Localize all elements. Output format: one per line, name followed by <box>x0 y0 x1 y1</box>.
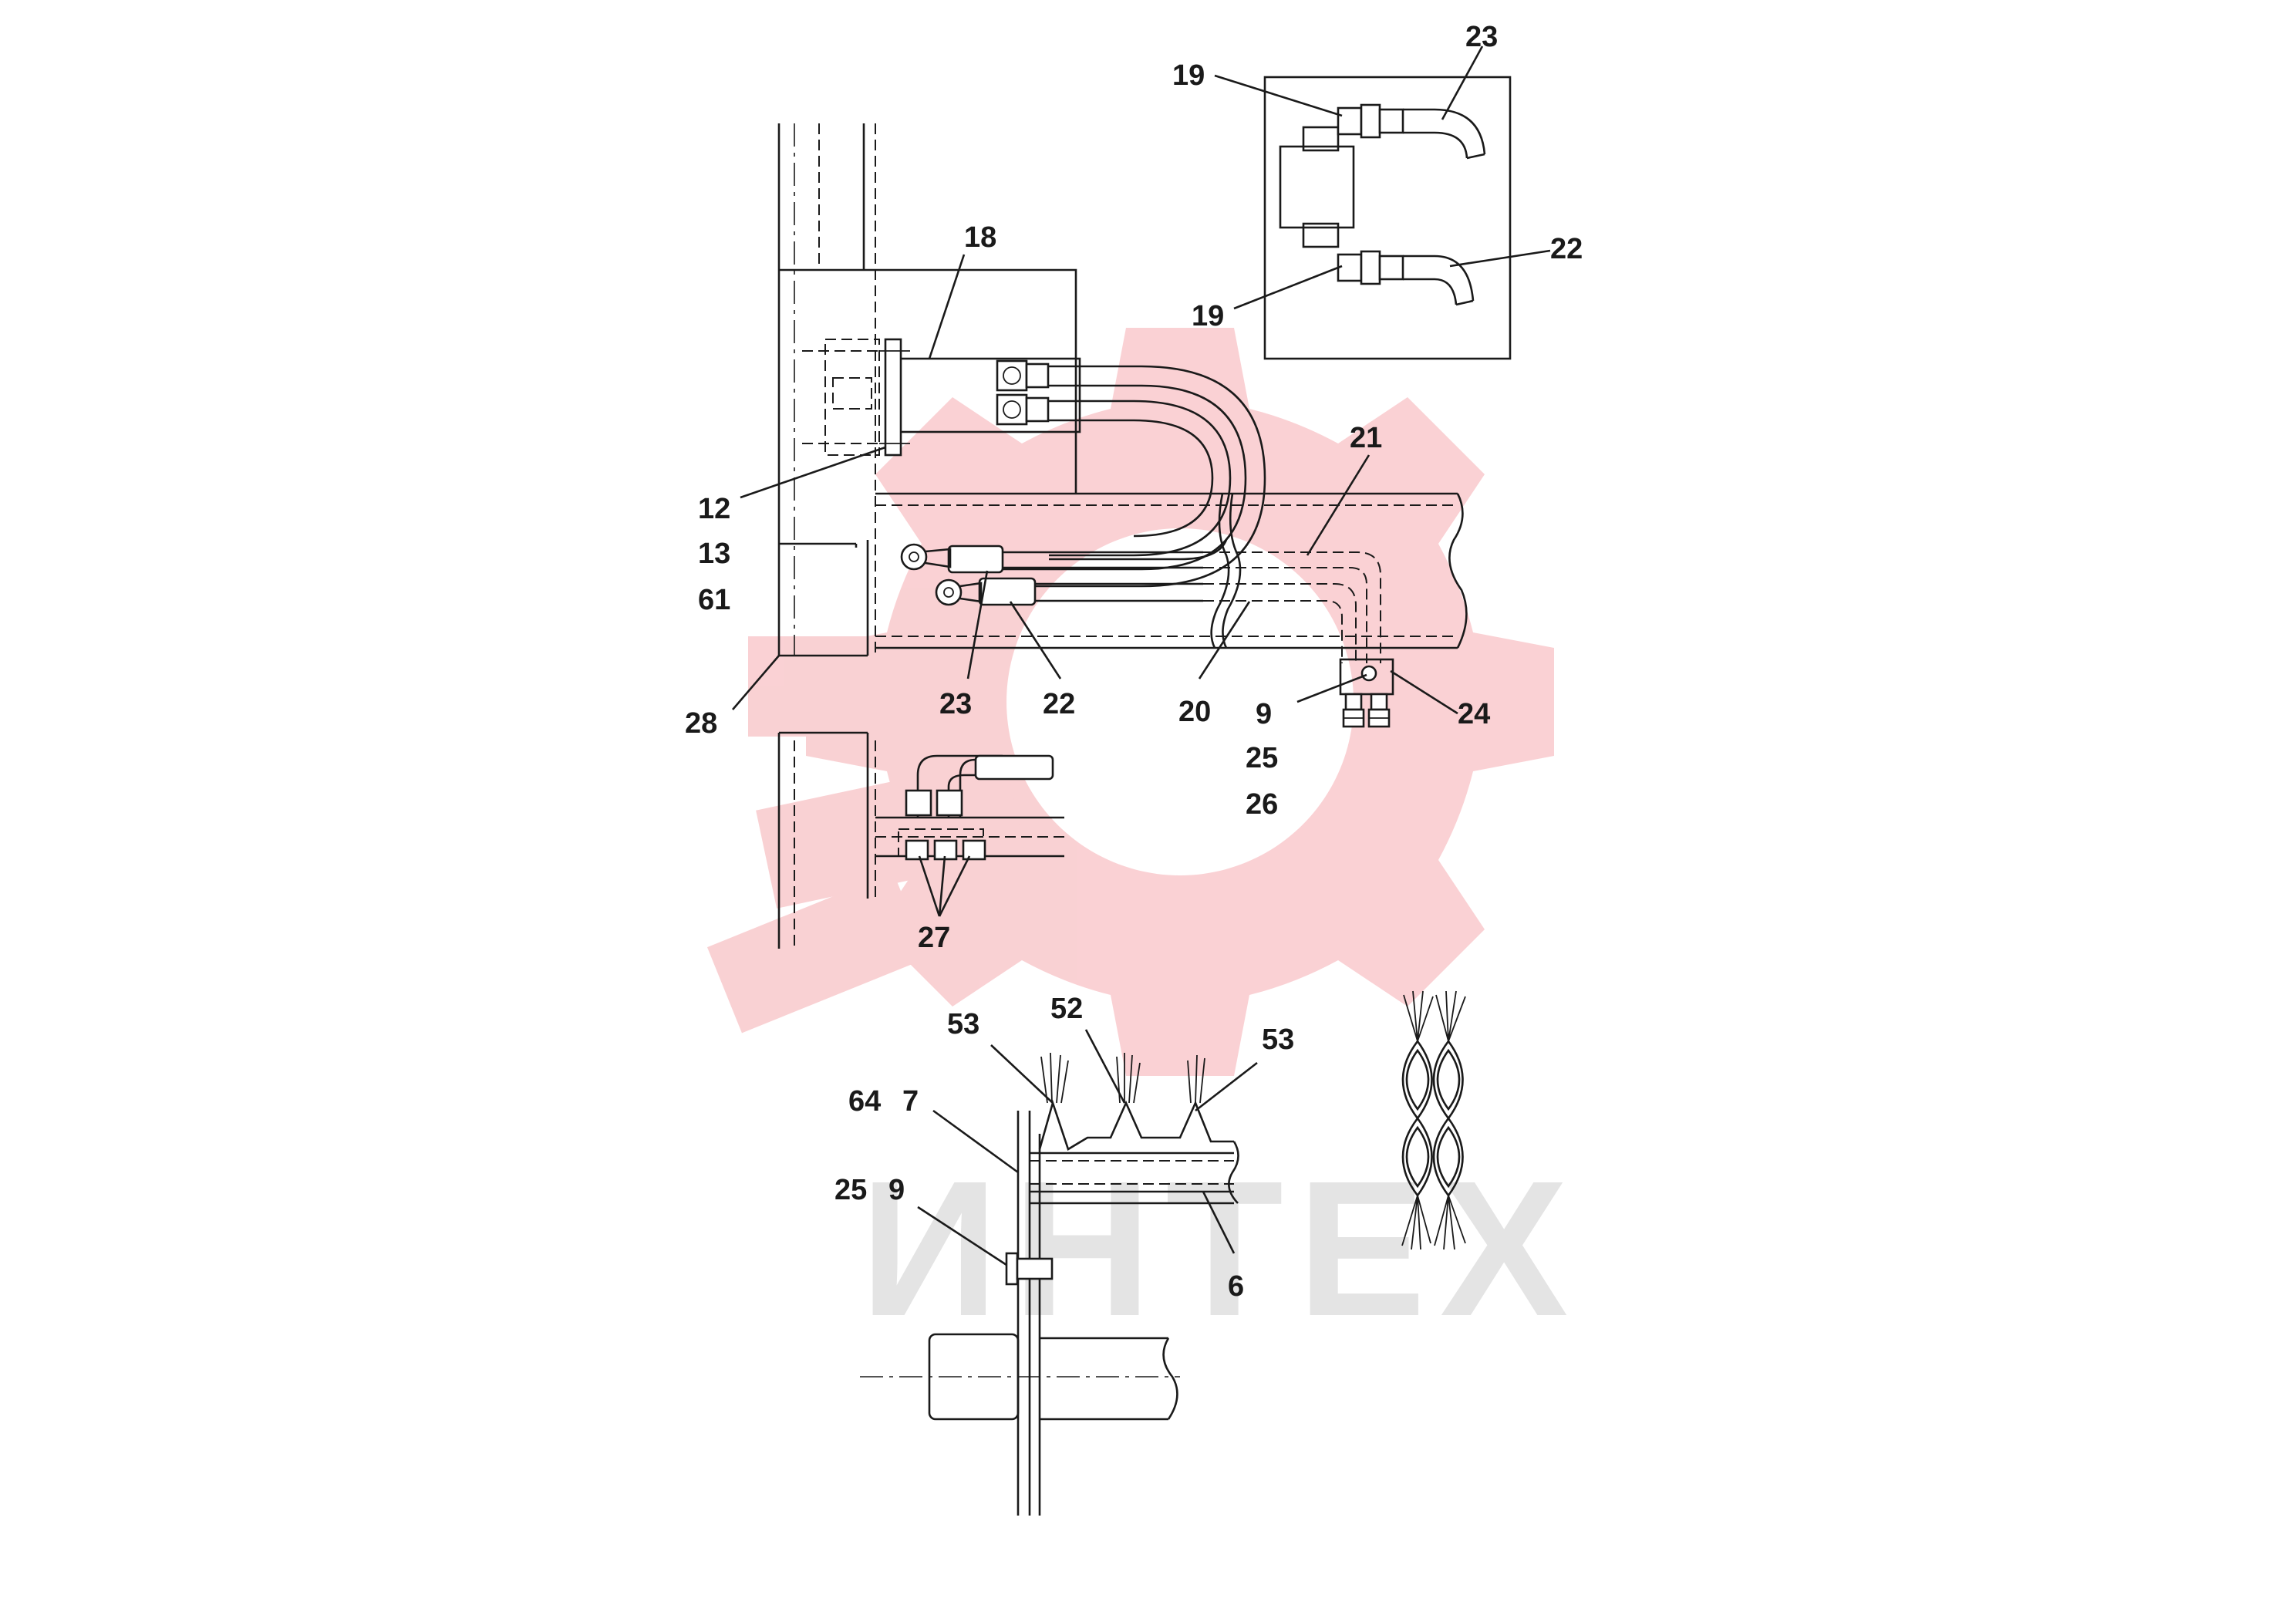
callout-24: 24 <box>1458 698 1490 730</box>
callout-61: 61 <box>698 584 730 616</box>
gear-watermark-icon <box>706 328 1554 1076</box>
callout-25-mid: 25 <box>1246 742 1278 774</box>
leader-lines <box>732 46 1551 1266</box>
callout-28: 28 <box>685 707 717 740</box>
callout-20: 20 <box>1178 696 1211 728</box>
brush-chain-detail <box>1401 990 1466 1250</box>
detail-27 <box>777 731 1064 949</box>
vertical-frame <box>777 123 876 657</box>
callout-53-right: 53 <box>1262 1023 1294 1056</box>
callout-23-mid: 23 <box>939 688 972 720</box>
callout-7: 7 <box>902 1085 919 1118</box>
pipes-20-21 <box>1203 493 1381 663</box>
callout-13: 13 <box>698 538 730 570</box>
inset-detail <box>1263 76 1512 360</box>
callout-12: 12 <box>698 493 730 525</box>
brush-mount-section <box>860 1052 1239 1516</box>
callout-25-low: 25 <box>834 1174 867 1206</box>
callout-6: 6 <box>1228 1270 1244 1303</box>
callout-labels: 23 19 22 19 18 21 12 13 61 28 23 22 20 9… <box>685 21 1583 1303</box>
callout-22-mid: 22 <box>1043 688 1075 720</box>
callout-23-top: 23 <box>1465 21 1498 53</box>
callout-22-top: 22 <box>1550 233 1583 265</box>
callout-21: 21 <box>1350 422 1382 454</box>
callout-9-low: 9 <box>888 1174 905 1206</box>
callout-52: 52 <box>1050 993 1083 1025</box>
valve-block-18 <box>802 268 1081 494</box>
callout-53-left: 53 <box>947 1008 979 1040</box>
hose-u-bend <box>900 365 1266 606</box>
callout-64: 64 <box>848 1085 881 1118</box>
callout-19-bottom: 19 <box>1192 300 1224 332</box>
callout-26: 26 <box>1246 788 1278 821</box>
callout-9-mid: 9 <box>1256 698 1272 730</box>
callout-18: 18 <box>964 221 996 254</box>
watermark-text: ИНТЕХ <box>860 1141 1582 1356</box>
callout-19-top: 19 <box>1172 59 1205 92</box>
bracket-24 <box>1339 658 1394 728</box>
callout-27: 27 <box>918 922 950 954</box>
